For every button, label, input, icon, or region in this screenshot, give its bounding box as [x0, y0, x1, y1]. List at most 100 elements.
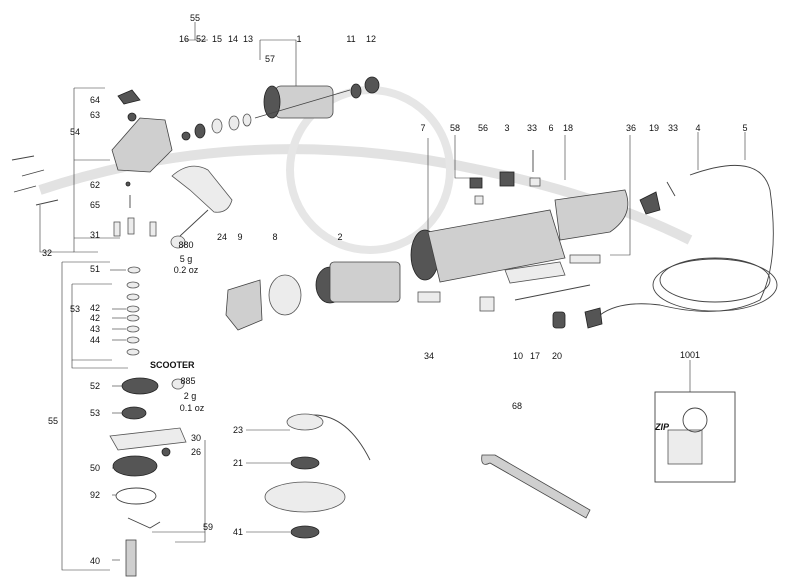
spanner-68	[481, 454, 591, 519]
leader-line	[61, 262, 110, 571]
screw-33b	[666, 181, 676, 197]
gasket-30	[109, 427, 187, 451]
spring-63	[127, 112, 137, 122]
callout-8: 8	[272, 232, 277, 242]
callout-44: 44	[90, 335, 100, 345]
guard-clamp	[286, 413, 324, 431]
callout-11: 11	[346, 34, 355, 44]
callout-58: 58	[450, 123, 460, 133]
side-handle-grip	[171, 165, 233, 213]
washer-53a	[126, 281, 140, 289]
screw-32d	[35, 199, 59, 206]
grease-885	[171, 378, 185, 390]
spindle-40	[125, 539, 137, 577]
callout-21: 21	[233, 458, 243, 468]
callout-34: 34	[424, 351, 434, 361]
flange-21	[290, 456, 320, 470]
nut-41	[290, 525, 320, 539]
callout-42-a: 42	[90, 303, 100, 313]
callout-53-b: 53	[90, 408, 100, 418]
screw-26	[161, 447, 171, 457]
callout-880-weight-oz: 0.2 oz	[174, 265, 199, 275]
bearing-53	[121, 406, 147, 420]
armature-core	[274, 85, 334, 119]
screw-32c	[13, 185, 37, 193]
callout-19: 19	[649, 123, 659, 133]
armature-fan	[263, 85, 281, 119]
power-cable-5	[584, 164, 778, 329]
leader-line	[610, 135, 631, 256]
callout-18: 18	[563, 123, 573, 133]
lever-64	[117, 89, 141, 105]
grease-880	[170, 235, 186, 249]
leader-line	[71, 360, 128, 369]
side-handle-24	[171, 165, 233, 237]
inset-coil	[682, 407, 708, 433]
bearing-11	[350, 83, 362, 99]
part-56	[474, 195, 484, 205]
plug	[584, 307, 603, 329]
motor-housing-7	[410, 209, 566, 283]
shim-42a	[126, 305, 140, 313]
callout-30: 30	[191, 433, 201, 443]
stator-2	[315, 261, 401, 304]
callout-1: 1	[296, 34, 301, 44]
callout-53-a: 53	[70, 304, 80, 314]
nut-16	[181, 131, 191, 141]
callout-54: 54	[70, 127, 80, 137]
ring-13	[242, 113, 252, 127]
washer-51	[127, 266, 141, 274]
callout-62: 62	[90, 180, 100, 190]
callout-63: 63	[90, 110, 100, 120]
screw-31b	[113, 221, 121, 237]
o-ring-92	[115, 487, 157, 505]
screw-32a	[11, 155, 35, 161]
gear-52	[194, 123, 206, 139]
label-36	[569, 254, 601, 264]
callout-32: 32	[42, 248, 52, 258]
rear-housing-18	[554, 189, 629, 241]
callout-52-b: 52	[90, 381, 100, 391]
callout-885-weight-oz: 0.1 oz	[180, 403, 205, 413]
callout-64: 64	[90, 95, 100, 105]
armature	[254, 76, 380, 119]
switch-3	[499, 171, 515, 187]
label-34	[417, 291, 441, 303]
callout-68: 68	[512, 401, 522, 411]
callout-50: 50	[90, 463, 100, 473]
clip-59	[127, 517, 161, 529]
callout-880: 880	[178, 240, 193, 250]
callout-10: 10	[513, 351, 523, 361]
screw-31c	[149, 221, 157, 237]
callout-16: 16	[179, 34, 189, 44]
housing-body	[427, 209, 566, 283]
leader-line	[175, 440, 206, 543]
part-16b	[479, 296, 495, 312]
callout-14: 14	[228, 34, 238, 44]
washer-14	[228, 115, 240, 131]
leader-lines	[39, 22, 746, 571]
callout-92: 92	[90, 490, 100, 500]
callout-24: 24	[217, 232, 227, 242]
callout-40: 40	[90, 556, 100, 566]
callout-3: 3	[504, 123, 509, 133]
callout-5: 5	[742, 123, 747, 133]
watermark-text-zip: ZIP	[654, 422, 670, 432]
callout-26: 26	[191, 447, 201, 457]
clamp-19	[639, 191, 661, 215]
screw-31a	[127, 217, 135, 235]
callout-7: 7	[420, 123, 425, 133]
screw-32b	[21, 169, 45, 177]
gear-head-housing	[111, 117, 173, 173]
callout-15: 15	[212, 34, 222, 44]
switch-button-20	[552, 311, 566, 329]
cable-line	[599, 164, 774, 316]
callout-17: 17	[530, 351, 540, 361]
washer-15	[211, 118, 223, 134]
switch-slider-10	[504, 261, 566, 284]
callout-33-b: 33	[668, 123, 678, 133]
callout-2: 2	[337, 232, 342, 242]
washer-53b	[126, 293, 140, 301]
parts	[11, 76, 778, 577]
pin-62	[125, 181, 131, 187]
